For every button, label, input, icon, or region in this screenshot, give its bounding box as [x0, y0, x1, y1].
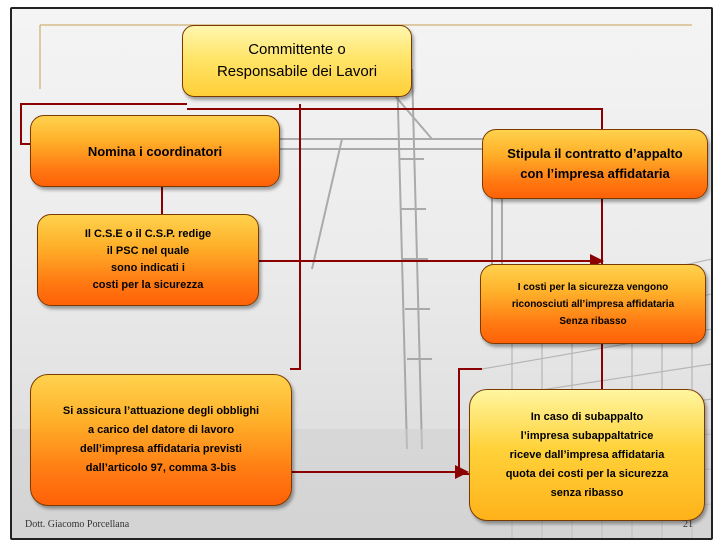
committente-box: Committente o Responsabile dei Lavori — [182, 25, 412, 97]
costi-riconosciuti-label: I costi per la sicurezza vengono riconos… — [511, 281, 675, 327]
attuazione-label: Si assicura l’attuazione degli obblighi … — [62, 405, 260, 474]
stipula-box: Stipula il contratto d’appalto con l’imp… — [482, 129, 708, 199]
cse-csp-label: Il C.S.E o il C.S.P. redige il PSC nel q… — [84, 228, 212, 291]
attuazione-box: Si assicura l’attuazione degli obblighi … — [30, 374, 292, 506]
flowchart-connectors — [20, 103, 604, 479]
slide-number: 21 — [683, 519, 693, 530]
footer-author: Dott. Giacomo Porcellana — [25, 519, 130, 530]
nomina-box: Nomina i coordinatori — [30, 115, 280, 187]
cse-csp-box: Il C.S.E o il C.S.P. redige il PSC nel q… — [37, 214, 259, 306]
slide-frame: Committente o Responsabile dei Lavori No… — [10, 7, 713, 540]
subappalto-box: In caso di subappalto l’impresa subappal… — [469, 389, 705, 521]
stipula-label: Stipula il contratto d’appalto con l’imp… — [507, 146, 683, 181]
subappalto-label: In caso di subappalto l’impresa subappal… — [505, 410, 669, 499]
committente-label: Committente o Responsabile dei Lavori — [216, 41, 378, 80]
nomina-label: Nomina i coordinatori — [87, 143, 223, 159]
costi-riconosciuti-box: I costi per la sicurezza vengono riconos… — [480, 264, 706, 344]
